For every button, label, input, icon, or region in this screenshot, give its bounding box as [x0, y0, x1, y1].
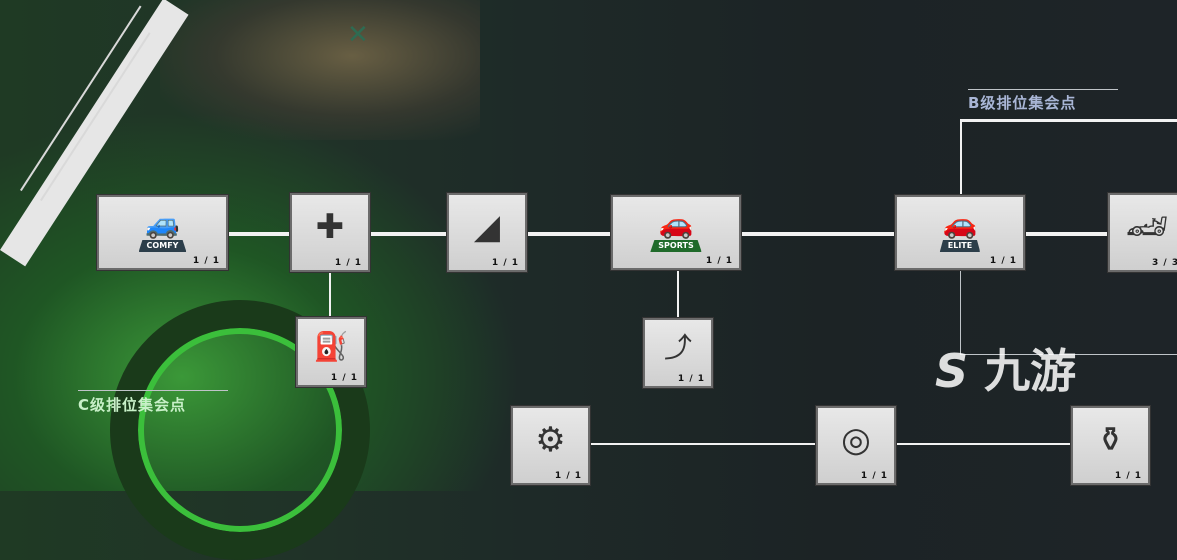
node-fuel-plus-one[interactable]: ⛽ 1 / 1 [295, 316, 367, 388]
ramp-jump-icon: ◢ [473, 206, 501, 247]
node-badge: ELITE [939, 240, 981, 252]
b-region-border [960, 270, 961, 355]
car-icon: 🚙 [145, 206, 180, 240]
node-ramp[interactable]: ◢ 1 / 1 [446, 192, 528, 273]
node-count: 1 / 1 [330, 373, 358, 383]
node-count: 1 / 1 [192, 256, 220, 266]
region-label-c: C级排位集会点 [78, 396, 187, 414]
drift-car-icon: 🏎 [1125, 206, 1169, 247]
node-count: 1 / 1 [860, 471, 888, 481]
node-comfy[interactable]: 🚙 COMFY 1 / 1 [96, 194, 229, 271]
node-turbo[interactable]: ⚙ 1 / 1 [510, 405, 591, 486]
node-count: 1 / 1 [334, 258, 362, 268]
nitro-up-icon: ⤴ [663, 330, 693, 364]
watermark-logo: S 九游 [935, 344, 1077, 398]
node-count: 1 / 1 [554, 471, 582, 481]
connector [329, 272, 331, 317]
node-nitro-bottle[interactable]: ⚱ 1 / 1 [1070, 405, 1151, 486]
divider [968, 89, 1118, 90]
car-icon: 🚗 [658, 206, 694, 240]
fuel-nozzle-icon: ⛽ [313, 329, 349, 363]
turbo-icon: ⚙ [535, 419, 566, 460]
b-region-border [960, 119, 962, 195]
car-icon: 🚗 [942, 206, 978, 240]
tire-fire-icon: ◎ [841, 419, 871, 460]
node-badge: COMFY [138, 240, 187, 252]
node-count: 1 / 1 [491, 258, 519, 268]
nitro-bottle-icon: ⚱ [1096, 419, 1125, 460]
node-count: 1 / 1 [989, 256, 1017, 266]
watermark-text: 九游 [984, 344, 1077, 398]
divider [78, 390, 228, 391]
connector [677, 270, 679, 318]
node-count: 1 / 1 [705, 256, 733, 266]
node-count: 1 / 1 [677, 374, 705, 384]
b-region-border [960, 354, 1177, 355]
node-badge: SPORTS [650, 240, 702, 252]
node-nitro-up[interactable]: ⤴ 1 / 1 [642, 317, 714, 389]
close-icon[interactable]: ✕ [347, 20, 369, 50]
nitro-plus-icon: ✚ [315, 206, 345, 247]
b-region-border [960, 119, 1177, 122]
node-count: 1 / 1 [1114, 471, 1142, 481]
node-nitro-plus[interactable]: ✚ 1 / 1 [289, 192, 371, 273]
node-count: 3 / 3 [1152, 258, 1177, 268]
node-sports[interactable]: 🚗 SPORTS 1 / 1 [610, 194, 742, 271]
region-label-b: B级排位集会点 [968, 94, 1077, 112]
node-tire-fire[interactable]: ◎ 1 / 1 [815, 405, 897, 486]
node-car-drift[interactable]: 🏎 3 / 3 [1107, 192, 1177, 273]
node-elite[interactable]: 🚗 ELITE 1 / 1 [894, 194, 1026, 271]
